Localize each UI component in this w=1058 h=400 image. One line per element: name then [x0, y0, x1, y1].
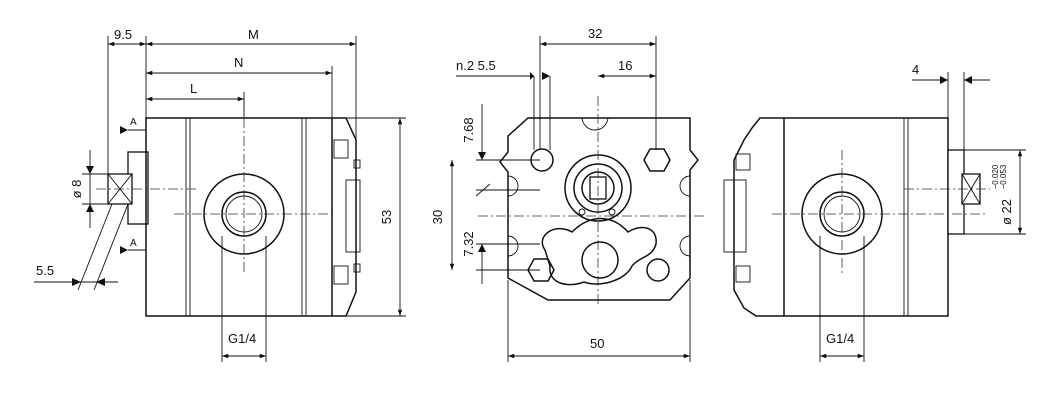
dim-lower-offset-label: 7.32	[461, 231, 476, 256]
section-mark-bottom: A	[130, 238, 137, 249]
hex-bolt-top	[643, 148, 671, 172]
tolerance-lower-label: −0.053	[999, 164, 1008, 189]
dim-width-label: 50	[590, 336, 604, 351]
dim-bolt-pitch-label: 32	[588, 26, 602, 41]
dim-shaft-len-label: 4	[912, 62, 919, 77]
dim-holes-label: n.2 5.5	[456, 58, 496, 73]
section-mark-top: A	[130, 117, 137, 128]
flange-outline	[499, 117, 699, 301]
front-view: 32 16 n.2 5.5 7.68 30 7.32 50	[430, 26, 706, 362]
dim-total-label: M	[248, 27, 259, 42]
dim-key-label: 5.5	[36, 263, 54, 278]
dim-mid-label: N	[234, 55, 243, 70]
port-thread-right-label: G1/4	[826, 331, 854, 346]
dim-flange-label: 30	[430, 210, 445, 224]
dim-offset-label: 9.5	[114, 27, 132, 42]
pump-body-right	[783, 117, 949, 317]
dim-height-label: 53	[379, 210, 394, 224]
dim-shaft-dia-label: ø 8	[69, 180, 84, 199]
mount-hole-bottom	[646, 258, 670, 282]
pump-body-left	[145, 117, 333, 317]
side-view-left: A A 9.5 M N L 53 ø 8	[34, 27, 406, 362]
side-view-right: 4 ø 22 −0.020 −0.053 G1/4	[723, 62, 1026, 362]
tolerance-upper-label: −0.020	[991, 164, 1000, 189]
port-thread-left-label: G1/4	[228, 331, 256, 346]
rear-cover-right	[733, 117, 784, 317]
dim-upper-offset-label: 7.68	[461, 117, 476, 142]
dim-shaft-dia-right-label: ø 22	[999, 199, 1014, 225]
dim-half-pitch-label: 16	[618, 58, 632, 73]
rear-cover-left	[332, 117, 357, 317]
dim-port-label: L	[190, 81, 197, 96]
gear-chamber	[541, 217, 657, 286]
